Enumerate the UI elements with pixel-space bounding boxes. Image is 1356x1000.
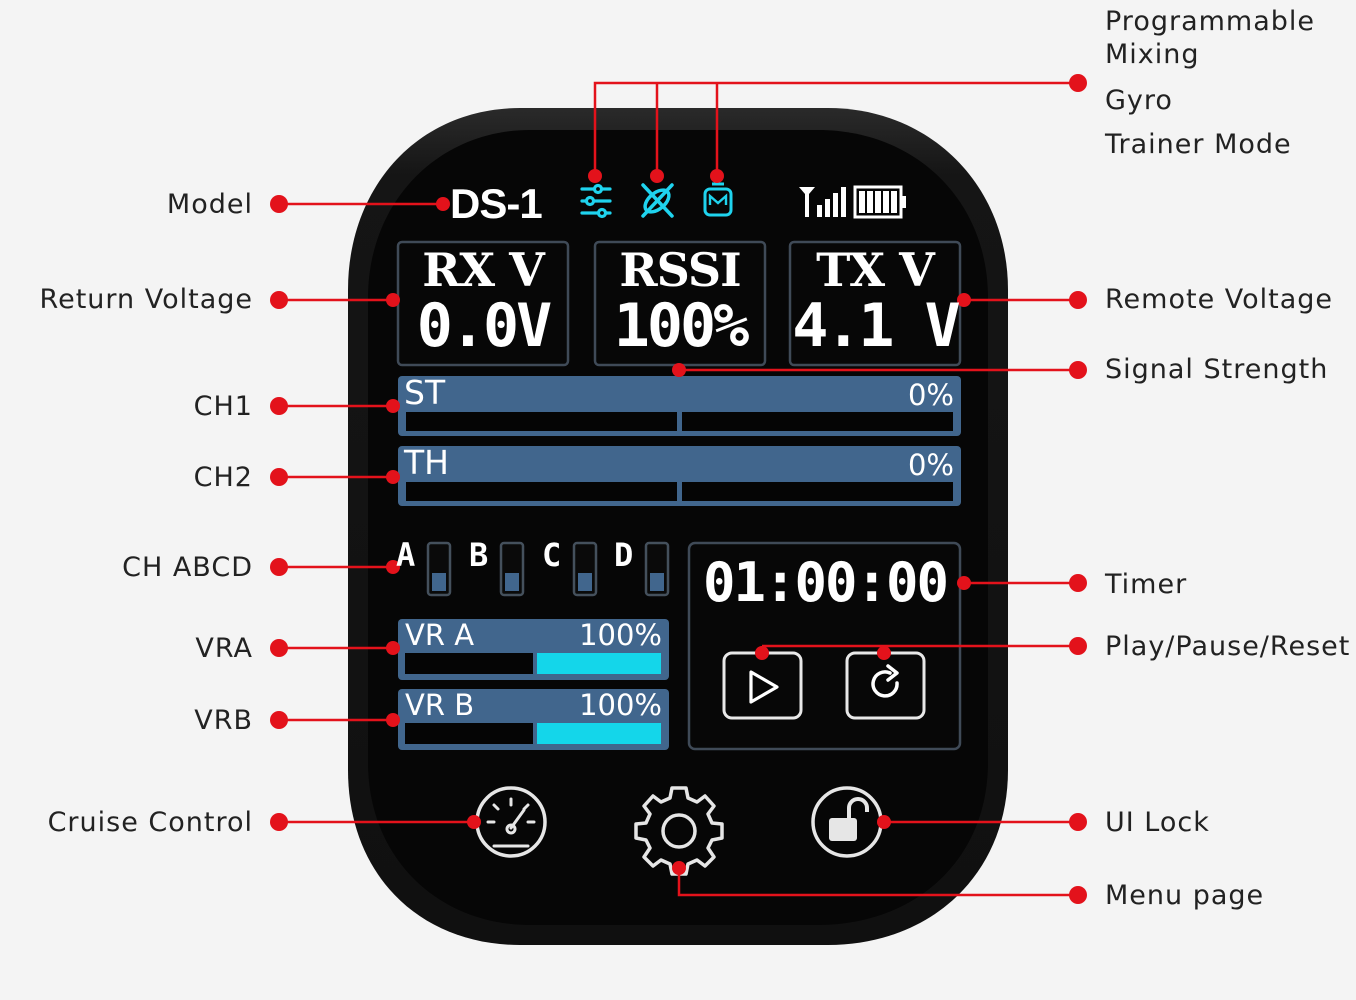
speedometer-icon xyxy=(486,797,536,848)
callout-dots xyxy=(270,74,1087,904)
label-remote-voltage: Remote Voltage xyxy=(1105,284,1334,315)
switch-d-label: D xyxy=(614,536,634,574)
label-vra: VRA xyxy=(195,633,253,664)
switch-b-label: B xyxy=(469,536,489,574)
label-programmable-mixing-line2: Mixing xyxy=(1105,39,1200,70)
vra-percent: 100% xyxy=(579,618,662,652)
vrb-name: VR B xyxy=(405,688,475,722)
label-model: Model xyxy=(166,189,253,220)
switch-a-label: A xyxy=(396,536,416,574)
unlock-icon xyxy=(829,797,869,841)
switch-slots xyxy=(426,541,670,597)
label-ui-lock: UI Lock xyxy=(1105,807,1210,838)
label-vrb: VRB xyxy=(194,705,253,736)
ch2-bar xyxy=(398,446,961,506)
vrb-percent: 100% xyxy=(579,688,662,722)
vra-name: VR A xyxy=(405,618,475,652)
tx-title: TX V xyxy=(816,243,935,297)
label-signal-strength: Signal Strength xyxy=(1105,354,1329,385)
vrb-bar xyxy=(398,689,669,750)
gyro-icon xyxy=(641,183,674,218)
rx-title: RX V xyxy=(422,243,545,297)
reset-icon xyxy=(871,664,899,698)
label-play-pause-reset: Play/Pause/Reset xyxy=(1105,631,1351,662)
trainer-mode-icon xyxy=(703,182,733,217)
menu-button[interactable] xyxy=(634,786,724,876)
gear-icon xyxy=(634,786,724,876)
rx-value: 0.0V xyxy=(416,291,553,361)
label-gyro: Gyro xyxy=(1105,85,1173,116)
tx-value: 4.1 V xyxy=(792,291,961,361)
rssi-value: 100% xyxy=(613,291,750,361)
timer-display: 01:00:00 xyxy=(702,551,949,614)
label-cruise-control: Cruise Control xyxy=(47,807,253,838)
vra-bar xyxy=(398,619,669,680)
label-return-voltage: Return Voltage xyxy=(39,284,253,315)
ch1-name: ST xyxy=(404,373,446,412)
ch2-name: TH xyxy=(404,443,449,482)
ch1-bar xyxy=(398,376,961,436)
label-ch1: CH1 xyxy=(193,391,253,422)
battery-icon xyxy=(853,185,906,219)
ch1-percent: 0% xyxy=(907,378,954,412)
model-name: DS-1 xyxy=(450,180,543,227)
signal-antenna-icon xyxy=(799,187,846,217)
label-ch-abcd: CH ABCD xyxy=(122,552,253,583)
label-programmable-mixing-line1: Programmable xyxy=(1105,6,1316,37)
callout-lines xyxy=(279,81,1078,897)
ch2-percent: 0% xyxy=(907,448,954,482)
play-icon xyxy=(749,670,779,704)
mixing-icon xyxy=(580,183,612,219)
switch-c-label: C xyxy=(542,536,562,574)
label-ch2: CH2 xyxy=(193,462,253,493)
label-menu-page: Menu page xyxy=(1105,880,1265,911)
label-trainer-mode: Trainer Mode xyxy=(1105,129,1292,160)
rssi-title: RSSI xyxy=(619,243,741,297)
label-timer: Timer xyxy=(1105,569,1188,600)
